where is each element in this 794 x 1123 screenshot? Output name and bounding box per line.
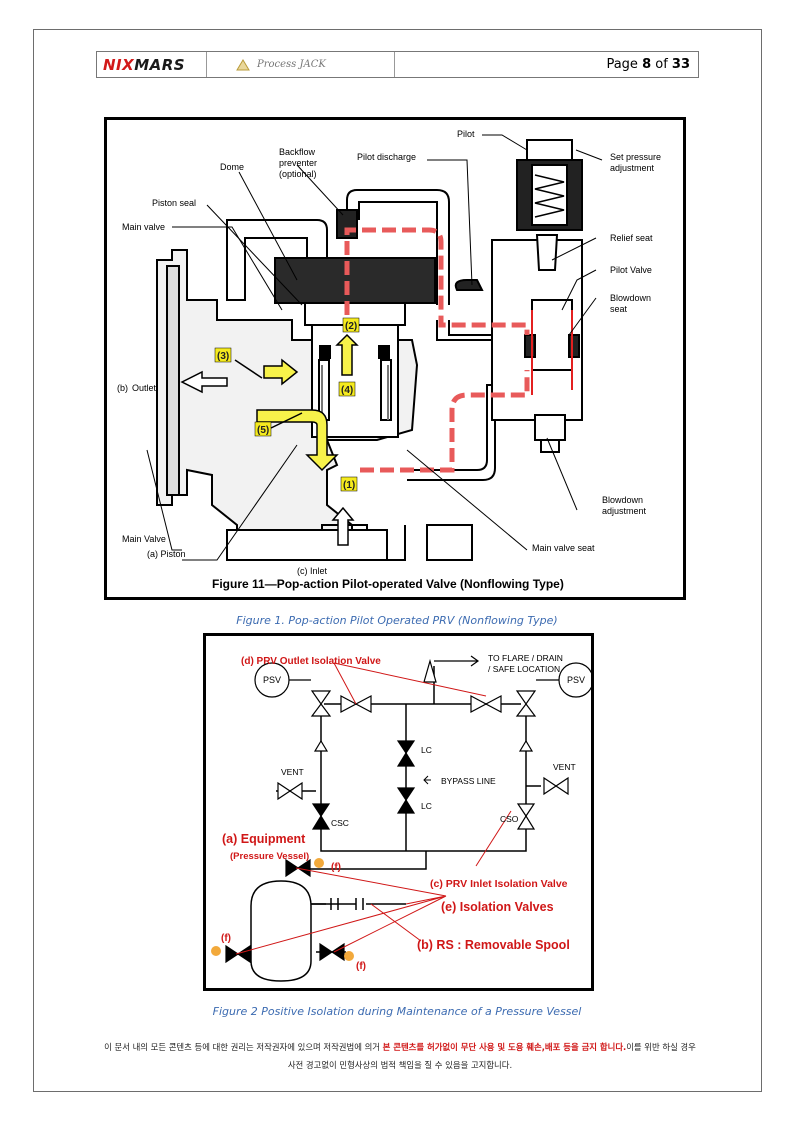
label-outlet: Outlet bbox=[132, 383, 157, 393]
label-blowdown-adj-1: Blowdown bbox=[602, 495, 643, 505]
flange-dots bbox=[211, 858, 354, 961]
figure-2-isolation: PSV PSV TO FLARE bbox=[203, 633, 594, 991]
label-equipment: (a) Equipment bbox=[222, 832, 306, 846]
marker-3-box bbox=[214, 347, 232, 363]
copyright-text-red: 본 콘텐츠를 허가없이 무단 사용 및 도용 훼손,배포 등을 금지 합니다. bbox=[382, 1042, 627, 1052]
sub-brand-text: Process JACK bbox=[257, 59, 326, 70]
copyright-text-1: 이 문서 내의 모든 콘텐츠 등에 대한 권리는 저작권자에 있으며 저작권법에… bbox=[104, 1042, 383, 1052]
label-lc-2: LC bbox=[421, 801, 432, 811]
brand-logo: NIXMARS bbox=[97, 52, 207, 77]
label-backflow-1: Backflow bbox=[279, 147, 316, 157]
page-header: NIXMARS Process JACK Page 8 of 33 bbox=[96, 51, 699, 78]
psv-labels: PSV PSV bbox=[263, 675, 585, 685]
bypass-arrow bbox=[423, 775, 431, 785]
label-outlet-isolation: (d) PRV Outlet Isolation Valve bbox=[241, 656, 381, 667]
figure-1-caption: Figure 1. Pop-action Pilot Operated PRV … bbox=[236, 614, 558, 627]
outlet-arrow bbox=[180, 370, 355, 546]
label-blowdown-adj-2: adjustment bbox=[602, 506, 647, 516]
figure-1-labels: Pilot Backflow preventer (optional) Pilo… bbox=[117, 129, 661, 576]
marker-5: (5) bbox=[257, 425, 269, 436]
flange-dot-left bbox=[211, 946, 221, 956]
pilot-valve-diagram: (2) (3) (4) (5) (1) Pilot Backflow preve… bbox=[117, 129, 661, 591]
label-blowdown-seat-2: seat bbox=[610, 304, 628, 314]
label-piston: (a) Piston bbox=[147, 549, 186, 559]
psv-left-label: PSV bbox=[263, 675, 281, 685]
label-pilot: Pilot bbox=[457, 129, 475, 139]
marker-1: (1) bbox=[343, 480, 355, 491]
pressure-vessel bbox=[250, 880, 406, 982]
pilot-tubing bbox=[336, 189, 499, 481]
page-prefix: Page bbox=[606, 57, 643, 72]
label-f-top: (f) bbox=[331, 862, 341, 873]
label-relief-seat: Relief seat bbox=[610, 233, 653, 243]
label-removable-spool: (b) RS : Removable Spool bbox=[417, 938, 570, 952]
label-main-valve-seat: Main valve seat bbox=[532, 543, 595, 553]
label-piston-seal: Piston seal bbox=[152, 198, 196, 208]
label-isolation-valves: (e) Isolation Valves bbox=[441, 900, 554, 914]
pilot-pressure-path bbox=[344, 227, 530, 473]
marker-1-box bbox=[340, 476, 358, 492]
page-total: 33 bbox=[671, 57, 690, 72]
label-main-valve: Main valve bbox=[122, 222, 165, 232]
label-pressure-vessel: (Pressure Vessel) bbox=[230, 851, 309, 862]
flange-dot-bottom bbox=[344, 951, 354, 961]
figure-2-small-labels: TO FLARE / DRAIN / SAFE LOCATION LC LC V… bbox=[281, 653, 576, 828]
flow-markers: (2) (3) (4) (5) (1) bbox=[214, 317, 360, 492]
figure-1-title: Figure 11—Pop-action Pilot-operated Valv… bbox=[212, 577, 564, 591]
label-dome: Dome bbox=[220, 162, 244, 172]
label-f-left: (f) bbox=[221, 933, 231, 944]
page-current: 8 bbox=[642, 57, 652, 72]
pilot-valve-body bbox=[454, 139, 583, 453]
label-main-valve-2: Main Valve bbox=[122, 534, 166, 544]
label-csc: CSC bbox=[331, 818, 349, 828]
label-vent-left: VENT bbox=[281, 767, 304, 777]
label-inlet-isolation: (c) PRV Inlet Isolation Valve bbox=[430, 878, 568, 890]
label-lc-1: LC bbox=[421, 745, 432, 755]
copyright-text-2: 이를 위반 하실 경우 사전 경고없이 민형사상의 법적 책임을 질 수 있음을… bbox=[287, 1042, 696, 1070]
figure-1-pilot-valve: (2) (3) (4) (5) (1) Pilot Backflow preve… bbox=[104, 117, 686, 600]
page-number: Page 8 of 33 bbox=[395, 57, 698, 72]
psv-circles bbox=[254, 662, 594, 698]
valve-symbols bbox=[225, 658, 569, 964]
figure-2-caption: Figure 2 Positive Isolation during Maint… bbox=[212, 1005, 582, 1018]
sub-brand-icon bbox=[236, 58, 250, 70]
pilot-seat-red-lines bbox=[531, 310, 573, 395]
annotation-lines bbox=[235, 662, 512, 955]
sub-brand: Process JACK bbox=[207, 52, 395, 77]
marker-pointers bbox=[234, 359, 303, 429]
marker-2: (2) bbox=[345, 321, 357, 332]
isolation-diagram: PSV PSV TO FLARE bbox=[211, 653, 594, 982]
marker-4-box bbox=[338, 381, 356, 397]
flow-arrows bbox=[256, 333, 359, 472]
label-blowdown-seat-1: Blowdown bbox=[610, 293, 651, 303]
label-flare-2: / SAFE LOCATION bbox=[488, 664, 560, 674]
label-bypass: BYPASS LINE bbox=[441, 776, 496, 786]
label-pilot-valve: Pilot Valve bbox=[610, 265, 652, 275]
label-vent-right: VENT bbox=[553, 762, 576, 772]
label-f-bottom: (f) bbox=[356, 961, 366, 972]
label-backflow-3: (optional) bbox=[279, 169, 317, 179]
page-of: of bbox=[651, 57, 672, 72]
label-set-pressure-2: adjustment bbox=[610, 163, 655, 173]
label-pilot-discharge: Pilot discharge bbox=[357, 152, 416, 162]
leader-lines bbox=[146, 134, 603, 561]
marker-5-box bbox=[254, 421, 272, 437]
flange-dot-top bbox=[314, 858, 324, 868]
label-cso: CSO bbox=[500, 814, 519, 824]
label-flare-1: TO FLARE / DRAIN bbox=[488, 653, 563, 663]
flare-arrow bbox=[434, 655, 480, 667]
marker-2-box bbox=[342, 317, 360, 333]
label-inlet: (c) Inlet bbox=[297, 566, 328, 576]
marker-3: (3) bbox=[217, 351, 229, 362]
label-set-pressure-1: Set pressure bbox=[610, 152, 661, 162]
brand-logo-part1: NIX bbox=[103, 55, 135, 74]
figure-2-red-labels: (d) PRV Outlet Isolation Valve (a) Equip… bbox=[221, 656, 570, 972]
copyright-notice: 이 문서 내의 모든 콘텐츠 등에 대한 권리는 저작권자에 있으며 저작권법에… bbox=[100, 1038, 700, 1074]
brand-logo-part2: MARS bbox=[134, 55, 186, 74]
marker-4: (4) bbox=[341, 385, 353, 396]
label-backflow-2: preventer bbox=[279, 158, 317, 168]
psv-right-label: PSV bbox=[567, 675, 585, 685]
label-outlet-prefix: (b) bbox=[117, 383, 128, 393]
page-border bbox=[33, 29, 762, 1092]
